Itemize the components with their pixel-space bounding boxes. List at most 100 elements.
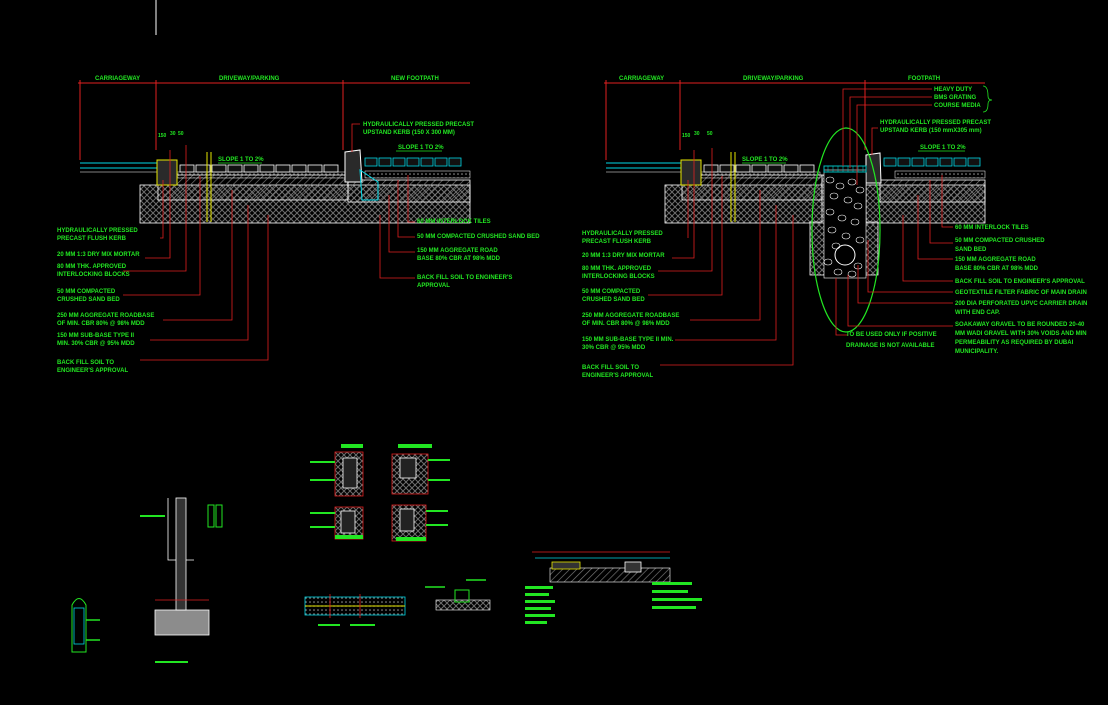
- gravel-stone: [825, 176, 835, 184]
- paver-block: [227, 164, 243, 173]
- positive-drainage-note: TO BE USED ONLY IF POSITIVE DRAINAGE IS …: [846, 332, 938, 349]
- slope-label: SLOPE 1 TO 2%: [742, 157, 788, 163]
- annotation-label: 20 MM 1:3 DRY MIX MORTAR: [57, 252, 140, 258]
- gravel-stone: [837, 214, 847, 222]
- paver-block: [703, 164, 719, 173]
- gravel-stone: [825, 208, 835, 216]
- paver-block: [259, 164, 275, 173]
- paver-block: [783, 164, 799, 173]
- zone-label: CARRIAGEWAY: [619, 76, 664, 82]
- kerb-details-set: [310, 444, 450, 542]
- paver-block: [179, 164, 195, 173]
- mini-road-section: [525, 551, 702, 624]
- annotation-label: 50 MM COMPACTED CRUSHED SAND BED: [417, 234, 540, 240]
- paver-block: [925, 157, 939, 167]
- grating-note: HEAVY DUTY BMS GRATING COURSE MEDIA: [934, 87, 981, 109]
- paver-block: [378, 157, 392, 167]
- paver-block: [434, 157, 448, 167]
- paver-block: [420, 157, 434, 167]
- slope-label: SLOPE 1 TO 2%: [920, 145, 966, 151]
- gravel-stone: [853, 202, 863, 210]
- paver-block: [883, 157, 897, 167]
- gravel-stone: [833, 268, 843, 276]
- paver-block: [953, 157, 967, 167]
- slope-label: SLOPE 1 TO 2%: [218, 157, 264, 163]
- annotation-label: GEOTEXTILE FILTER FABRIC OF MAIN DRAIN: [955, 290, 1087, 296]
- dim-label: 30: [170, 131, 176, 137]
- upstand-note: HYDRAULICALLY PRESSED PRECAST UPSTAND KE…: [363, 122, 476, 136]
- paver-block: [307, 164, 323, 173]
- dim-label: 50: [178, 131, 184, 137]
- zone-label: DRIVEWAY/PARKING: [743, 76, 804, 82]
- gravel-stone: [835, 182, 845, 190]
- gravel-stone: [827, 226, 837, 234]
- gravel-stone: [847, 178, 857, 186]
- gravel-stone: [823, 258, 833, 266]
- gravel-stone: [847, 270, 857, 278]
- wall-detail: [140, 497, 223, 663]
- paver-block: [735, 164, 751, 173]
- annotation-label: BACK FILL SOIL TO ENGINEER'S APPROVAL: [955, 279, 1085, 285]
- bollard-detail: [71, 598, 100, 653]
- paver-block: [911, 157, 925, 167]
- paver-block: [799, 164, 815, 173]
- zone-label: DRIVEWAY/PARKING: [219, 76, 280, 82]
- annotation-label: 20 MM 1:3 DRY MIX MORTAR: [582, 253, 665, 259]
- paver-block: [392, 157, 406, 167]
- zone-label: NEW FOOTPATH: [391, 76, 439, 82]
- drain-detail: [425, 579, 491, 611]
- paver-block: [406, 157, 420, 167]
- small-detail-drawings: [71, 444, 702, 663]
- zone-label: CARRIAGEWAY: [95, 76, 140, 82]
- upstand-note: HYDRAULICALLY PRESSED PRECAST UPSTAND KE…: [880, 120, 993, 134]
- paver-block: [275, 164, 291, 173]
- gravel-stone: [855, 186, 865, 194]
- paver-block: [211, 164, 227, 173]
- annotation-label: 60 MM INTERLOCK TILES: [955, 225, 1029, 231]
- paver-block: [939, 157, 953, 167]
- annotation-label: 150 MM SUB-BASE TYPE II MIN.30% CBR @ 95…: [582, 337, 674, 351]
- paver-block: [243, 164, 259, 173]
- dim-label: 150: [682, 133, 691, 139]
- paver-block: [719, 164, 735, 173]
- paver-block: [767, 164, 783, 173]
- edge-strip-detail: [304, 594, 406, 626]
- section-b-with-soakaway: CARRIAGEWAY DRIVEWAY/PARKING FOOTPATH: [582, 76, 1087, 379]
- paver-block: [323, 164, 339, 173]
- gravel-stone: [843, 196, 853, 204]
- paver-block: [967, 157, 981, 167]
- paver-block: [751, 164, 767, 173]
- dim-label: 30: [694, 131, 700, 137]
- gravel-stone: [829, 192, 839, 200]
- slope-label: SLOPE 1 TO 2%: [398, 145, 444, 151]
- gravel-stone: [841, 232, 851, 240]
- paver-block: [897, 157, 911, 167]
- zone-label: FOOTPATH: [908, 76, 940, 82]
- section-a-driveway-footpath: CARRIAGEWAY DRIVEWAY/PARKING NEW FOOTPAT…: [57, 76, 540, 374]
- paver-block: [448, 157, 462, 167]
- gravel-stone: [850, 218, 860, 226]
- dim-label: 50: [707, 131, 713, 137]
- paver-block: [291, 164, 307, 173]
- paver-block: [195, 164, 211, 173]
- gravel-stone: [855, 236, 865, 244]
